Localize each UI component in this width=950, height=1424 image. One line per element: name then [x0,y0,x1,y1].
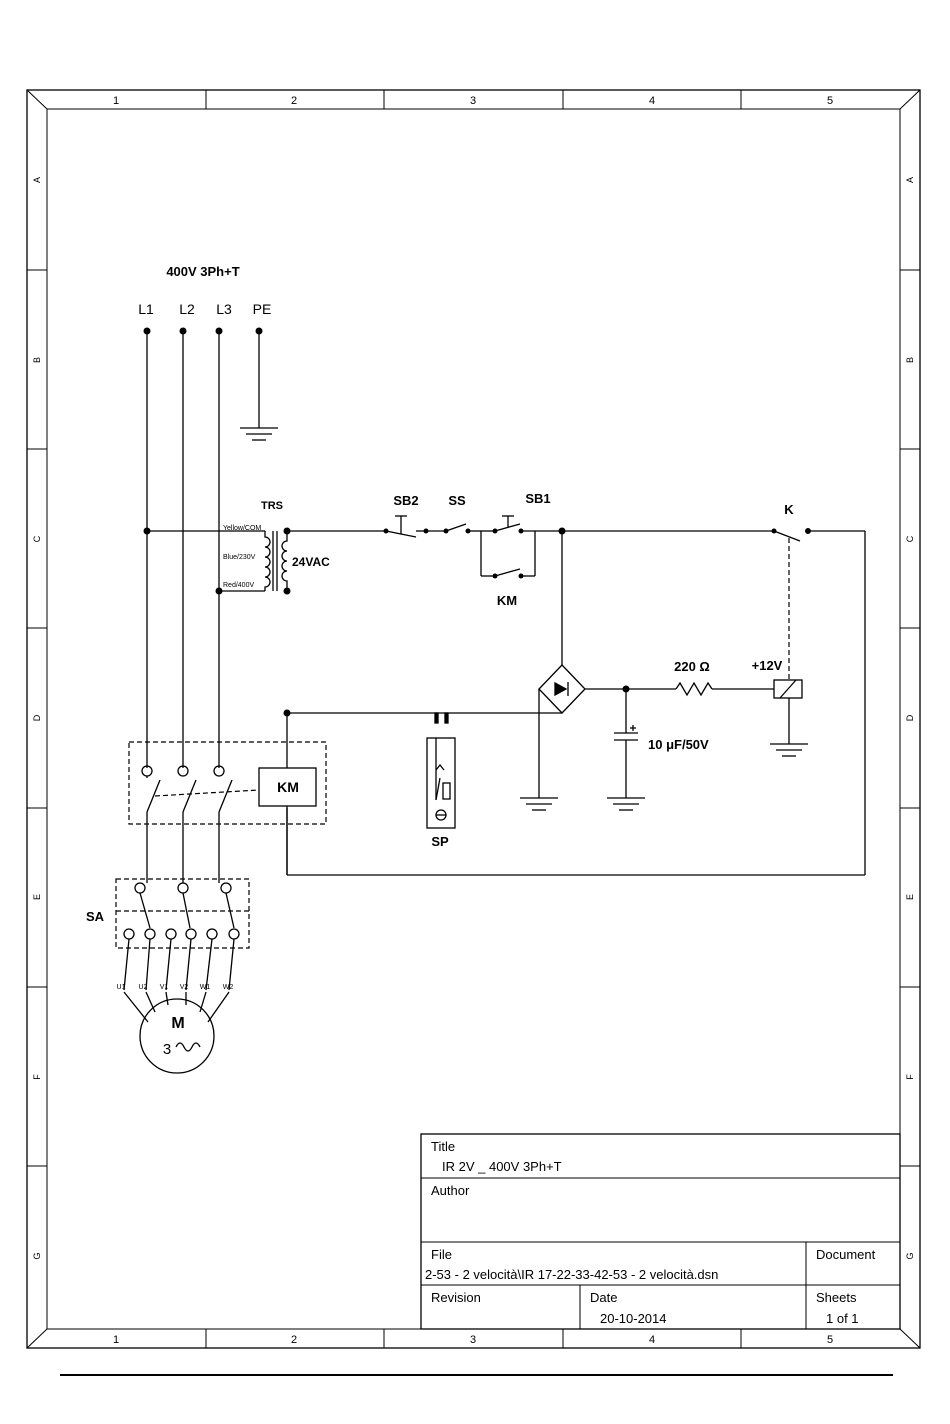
transformer-output-label: 24VAC [292,555,330,569]
km-aux-label: KM [497,593,517,608]
row-label: C [32,535,42,542]
column-label: 5 [827,1334,833,1346]
pressure-switch-sp: SP [426,712,456,849]
sheets-value: 1 of 1 [826,1311,859,1326]
transformer-label: TRS [261,500,283,512]
document-label: Document [816,1247,876,1262]
column-label: 5 [827,95,833,107]
date-label: Date [590,1290,617,1305]
row-label: B [905,357,915,363]
motor-terminal-label: W2 [223,984,234,991]
line-label-l3: L3 [216,301,232,317]
row-label: G [905,1252,915,1259]
ss-label: SS [448,493,466,508]
contactor-label: KM [277,779,299,795]
row-label: A [32,177,42,183]
motor-terminal-label: W1 [200,984,211,991]
row-label: F [32,1074,42,1080]
resistor-label: 220 Ω [674,659,710,674]
row-label: G [32,1252,42,1259]
motor: U1 U2 V1 V2 W1 W2 M 3 [117,984,234,1074]
tap-label: Yellow/COM [223,525,261,532]
ground-icon [607,797,645,811]
tap-label: Red/400V [223,582,254,589]
row-label: E [905,894,915,900]
author-label: Author [431,1183,470,1198]
column-label: 1 [113,1334,119,1346]
row-label: B [32,357,42,363]
title-block: Title IR 2V _ 400V 3Ph+T Author File 2-5… [420,1133,901,1330]
control-circuit: SB2 SS SB1 KM K [286,491,866,876]
tap-label: Blue/230V [223,554,256,561]
ground-icon [240,427,278,441]
row-label: E [32,894,42,900]
motor-terminal-label: V1 [160,984,169,991]
column-label: 4 [649,1334,655,1346]
motor-label: M [171,1015,184,1032]
rectifier-circuit: 220 Ω +12V 10 μF/50V [283,531,808,811]
sb2-label: SB2 [393,493,418,508]
row-label: A [905,177,915,183]
row-label: F [905,1074,915,1080]
column-label: 3 [470,1334,476,1346]
supply-12v-label: +12V [752,658,783,673]
column-label: 2 [291,95,297,107]
transformer-trs: TRS Yellow/COM Blue/230V Red/400V 24VAC [143,500,330,595]
date-value: 20-10-2014 [600,1311,667,1326]
sb1-label: SB1 [525,491,550,506]
revision-label: Revision [431,1290,481,1305]
relay-contact-label: K [784,502,794,517]
column-label: 3 [470,95,476,107]
sheets-label: Sheets [816,1290,857,1305]
supply-title: 400V 3Ph+T [166,264,239,279]
motor-terminal-label: U2 [139,984,148,991]
line-label-l2: L2 [179,301,195,317]
ground-icon [520,797,558,811]
row-label: D [32,714,42,721]
power-supply: 400V 3Ph+T L1 L2 L3 PE [138,264,278,768]
contactor-km: KM [128,713,327,875]
motor-terminal-label: V2 [180,984,189,991]
file-label: File [431,1247,452,1262]
motor-terminal-label: U1 [117,984,126,991]
row-label: C [905,535,915,542]
ground-icon [770,743,808,757]
capacitor-label: 10 μF/50V [648,737,709,752]
title-value: IR 2V _ 400V 3Ph+T [442,1159,562,1174]
file-value: 2-53 - 2 velocità\IR 17-22-33-42-53 - 2 … [425,1267,718,1282]
line-label-l1: L1 [138,301,154,317]
title-label: Title [431,1139,455,1154]
column-label: 4 [649,95,655,107]
pressure-switch-label: SP [431,834,449,849]
switch-block-sa: SA [86,850,250,991]
column-label: 1 [113,95,119,107]
line-label-pe: PE [253,301,272,317]
row-label: D [905,714,915,721]
motor-phase-label: 3 [163,1041,171,1058]
switch-block-label: SA [86,909,105,924]
column-label: 2 [291,1334,297,1346]
